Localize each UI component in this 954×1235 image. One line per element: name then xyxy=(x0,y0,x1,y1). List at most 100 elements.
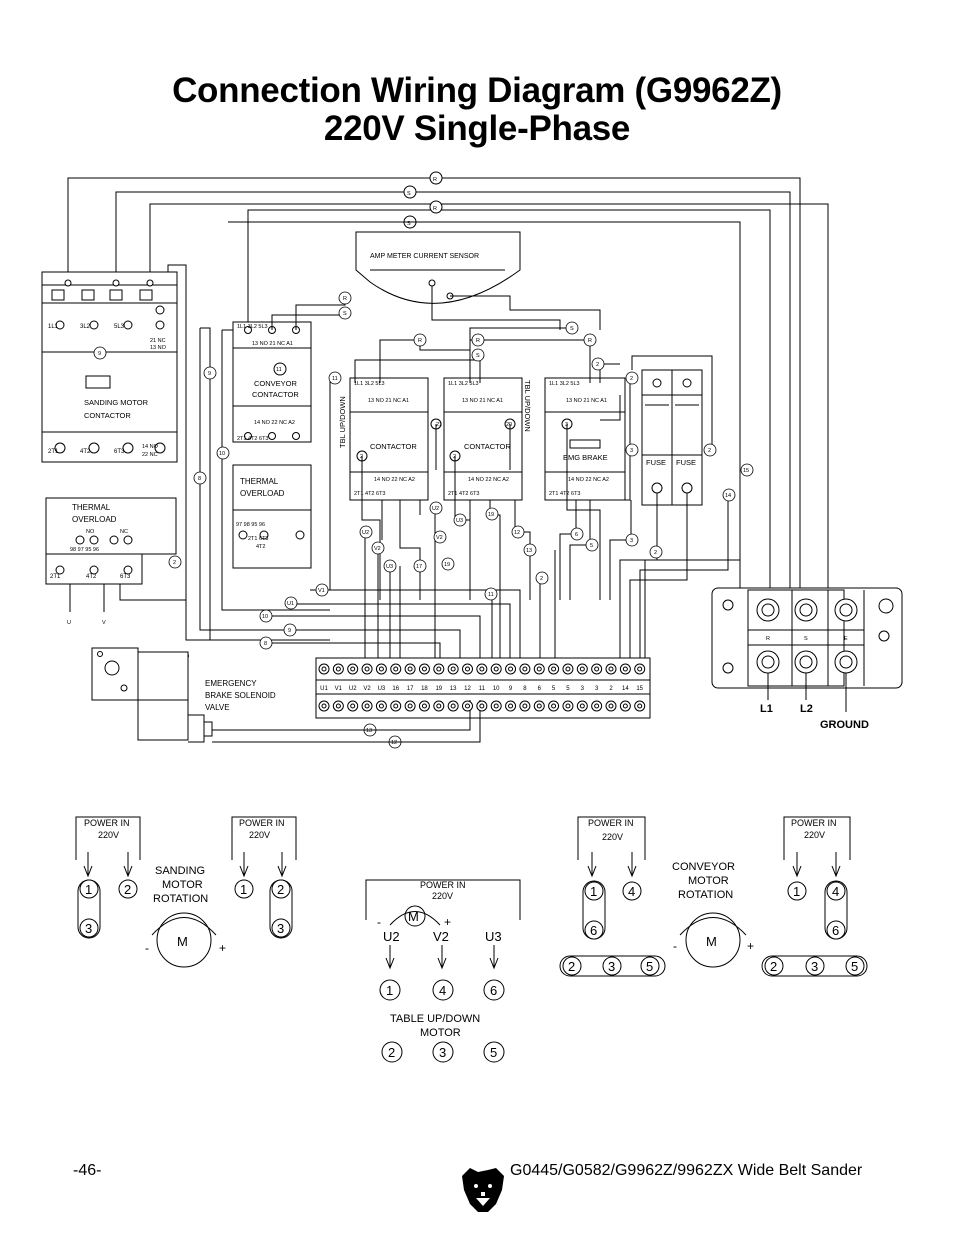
emg-brake-label: EMG BRAKE xyxy=(563,453,608,462)
u2-label: U2 xyxy=(383,929,400,944)
svg-text:6T3: 6T3 xyxy=(114,449,125,455)
amp-meter-sensor xyxy=(355,231,601,330)
term-r: R xyxy=(766,636,770,642)
terminal-screw xyxy=(418,700,430,712)
motor-m-3: M xyxy=(706,934,717,949)
terminal-screw xyxy=(318,700,330,712)
svg-text:6T3: 6T3 xyxy=(120,574,131,580)
svg-text:4: 4 xyxy=(832,884,839,899)
terminal-number: 16 xyxy=(392,686,399,692)
svg-text:10: 10 xyxy=(219,451,225,457)
terminal-screw-center xyxy=(493,666,499,672)
terminal-screw xyxy=(375,700,387,712)
terminal-screw-center xyxy=(465,666,470,672)
terminal-screw xyxy=(619,663,631,675)
terminal-number: V2 xyxy=(363,686,371,692)
terminal-number: 11 xyxy=(479,686,486,692)
terminal-screw-center xyxy=(637,666,643,672)
svg-text:V2: V2 xyxy=(374,546,381,552)
svg-text:14 NO: 14 NO xyxy=(142,444,159,450)
terminal-screw xyxy=(591,700,603,712)
svg-text:2T1: 2T1 xyxy=(48,449,59,455)
svg-text:2: 2 xyxy=(173,560,176,566)
svg-text:4: 4 xyxy=(439,983,446,998)
terminal-screw xyxy=(519,663,531,675)
svg-text:2: 2 xyxy=(654,550,657,556)
svg-text:14 NO 22 NC A2: 14 NO 22 NC A2 xyxy=(568,477,609,483)
svg-text:R: R xyxy=(433,177,437,183)
thermal-overload-1-l2: OVERLOAD xyxy=(72,515,117,524)
terminal-number: 10 xyxy=(493,686,500,692)
terminal-screw xyxy=(634,700,646,712)
l2-label: L2 xyxy=(800,703,813,715)
svg-text:19: 19 xyxy=(488,512,494,518)
svg-text:9: 9 xyxy=(208,371,211,377)
svg-text:3: 3 xyxy=(565,422,568,428)
svg-text:15: 15 xyxy=(743,468,749,474)
svg-text:13 NO 21 NC A1: 13 NO 21 NC A1 xyxy=(566,398,607,404)
svg-text:3L2: 3L2 xyxy=(80,324,91,330)
terminal-number: 3 xyxy=(581,686,585,692)
valve-label-1: EMERGENCY xyxy=(205,679,257,688)
terminal-screw-center xyxy=(407,666,413,672)
terminal-screw-center xyxy=(594,666,600,672)
term-e: E xyxy=(844,636,848,642)
terminal-number: 3 xyxy=(595,686,599,692)
terminal-screw xyxy=(490,663,502,675)
terminal-screw-center xyxy=(321,703,327,709)
terminal-screw xyxy=(505,700,517,712)
svg-text:2T1 4T2 6T3: 2T1 4T2 6T3 xyxy=(549,491,581,497)
terminal-screw-center xyxy=(335,703,341,709)
terminal-screw xyxy=(447,663,459,675)
terminal-screw-center xyxy=(450,703,456,709)
svg-text:R: R xyxy=(476,338,480,344)
terminal-screw xyxy=(361,700,373,712)
terminal-number: 6 xyxy=(538,686,542,692)
term-s: S xyxy=(804,636,808,642)
terminal-number: 5 xyxy=(566,686,570,692)
svg-text:6: 6 xyxy=(590,923,597,938)
sanding-contactor-label-2: CONTACTOR xyxy=(84,411,131,420)
minus-1: - xyxy=(145,941,149,955)
svg-text:5: 5 xyxy=(646,959,653,974)
terminal-screw xyxy=(476,663,488,675)
power-in-5: POWER IN xyxy=(791,818,837,828)
svg-text:3: 3 xyxy=(630,538,633,544)
terminal-number: 5 xyxy=(552,686,556,692)
terminal-number: 19 xyxy=(435,686,442,692)
conveyor-label-1: CONVEYOR xyxy=(254,379,298,388)
svg-text:13 NO 21 NC A1: 13 NO 21 NC A1 xyxy=(252,341,293,347)
svg-text:11: 11 xyxy=(332,376,338,382)
svg-text:3: 3 xyxy=(439,1045,446,1060)
terminal-screw-center xyxy=(608,666,614,672)
svg-text:1L1 3L2 5L3: 1L1 3L2 5L3 xyxy=(237,324,268,330)
terminal-screw xyxy=(375,663,387,675)
svg-text:21: 21 xyxy=(436,422,442,428)
svg-text:2T1 4T2 6T3: 2T1 4T2 6T3 xyxy=(448,491,480,497)
svg-text:14 NO 22 NC A2: 14 NO 22 NC A2 xyxy=(254,420,295,426)
terminal-screw-center xyxy=(508,703,514,709)
svg-text:1: 1 xyxy=(85,882,92,897)
terminal-screw xyxy=(462,700,473,712)
terminal-screw-center xyxy=(436,666,442,672)
svg-text:S: S xyxy=(407,191,411,197)
u-label: U xyxy=(67,620,71,626)
terminal-screw-center xyxy=(465,703,470,709)
grizzly-bear-logo xyxy=(462,1168,504,1212)
contactor-1-label: CONTACTOR xyxy=(370,442,417,451)
svg-text:1: 1 xyxy=(240,882,247,897)
terminal-number: V1 xyxy=(335,686,343,692)
svg-text:R: R xyxy=(343,296,347,302)
svg-text:12: 12 xyxy=(514,530,520,536)
svg-text:3: 3 xyxy=(811,959,818,974)
terminal-screw-center xyxy=(622,666,628,672)
terminal-screw-center xyxy=(364,666,370,672)
conveyor-rot-3: ROTATION xyxy=(678,889,733,901)
terminal-screw-center xyxy=(364,703,370,709)
terminal-screw-center xyxy=(479,666,485,672)
no-label: NO xyxy=(86,529,95,535)
svg-text:6: 6 xyxy=(832,923,839,938)
emergency-brake-solenoid-valve xyxy=(91,647,481,743)
svg-text:9: 9 xyxy=(288,628,291,634)
svg-text:V2: V2 xyxy=(436,535,443,541)
